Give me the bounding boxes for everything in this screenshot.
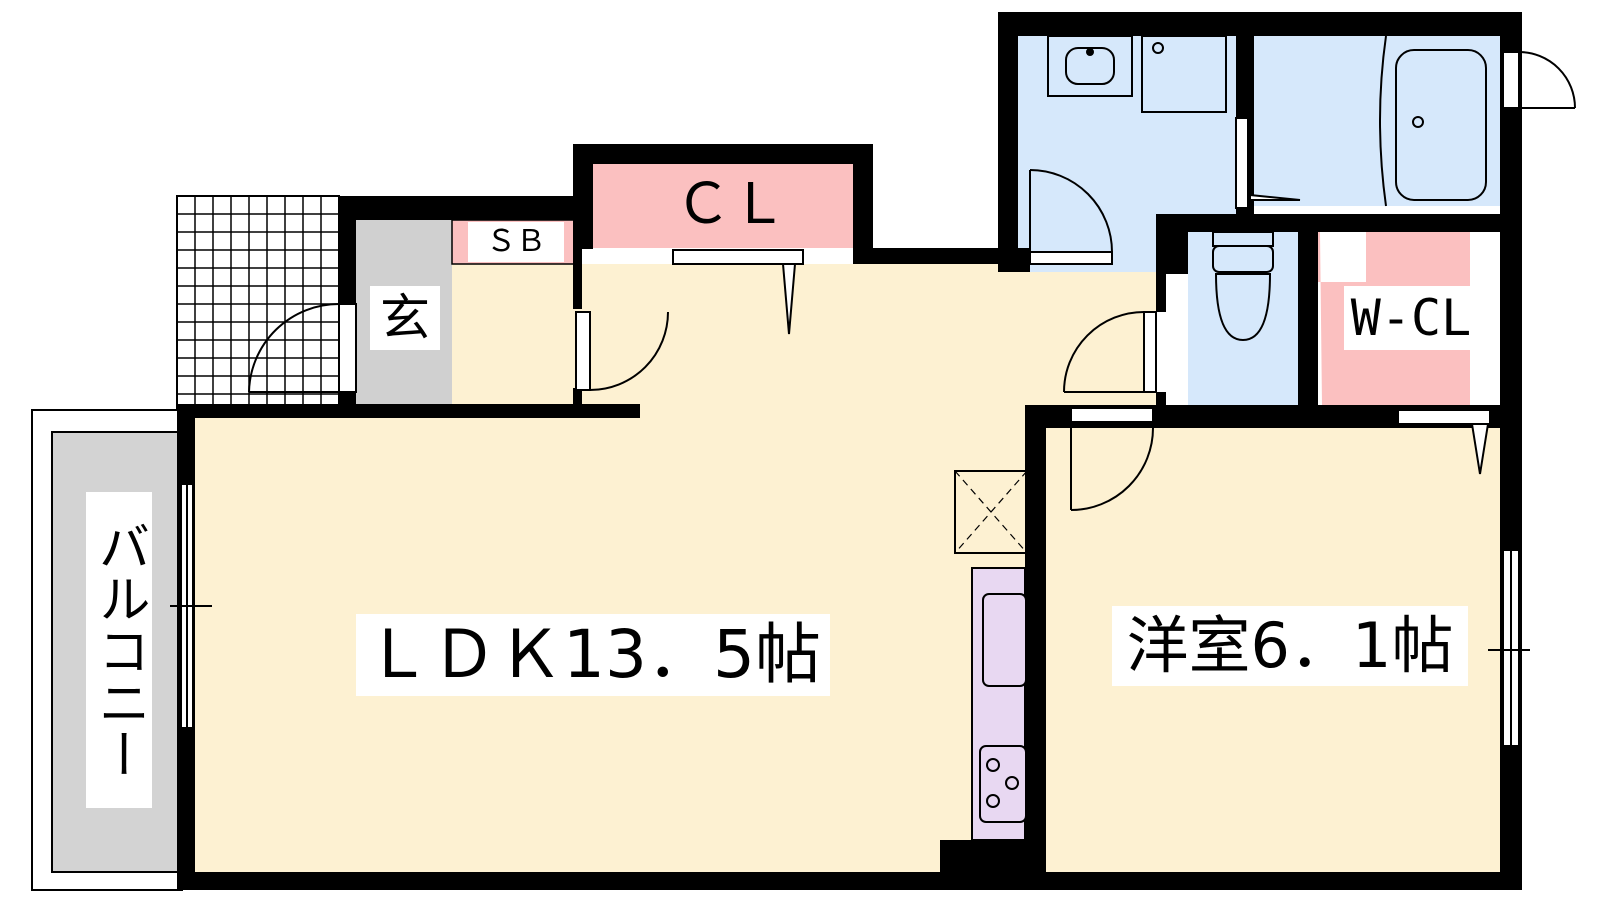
ldk-label: ＬＤＫ13．5帖 xyxy=(356,614,830,696)
balcony-label: バルコニー xyxy=(86,492,152,808)
porch-tiles xyxy=(176,195,340,409)
refrigerator-space-icon xyxy=(954,470,1028,554)
stove-icon xyxy=(979,745,1027,823)
entrance-label: 玄 xyxy=(370,286,440,350)
entrance-hall-floor xyxy=(452,264,580,406)
doors xyxy=(248,51,1576,511)
western-room-label: 洋室6．1帖 xyxy=(1112,606,1468,686)
windows xyxy=(170,483,1530,747)
ldk-floor xyxy=(195,264,1156,890)
closet-label: ＣＬ xyxy=(675,172,787,237)
washing-machine-icon xyxy=(1141,35,1227,113)
bathtub-icon xyxy=(1379,35,1487,207)
washbasin-icon xyxy=(1047,35,1133,97)
toilet-icon xyxy=(1212,231,1274,342)
closet-floor xyxy=(593,164,861,248)
walls xyxy=(177,12,1522,890)
walk-in-closet-label: W-CL xyxy=(1344,286,1478,350)
shoe-box-label: ＳＢ xyxy=(468,222,564,262)
